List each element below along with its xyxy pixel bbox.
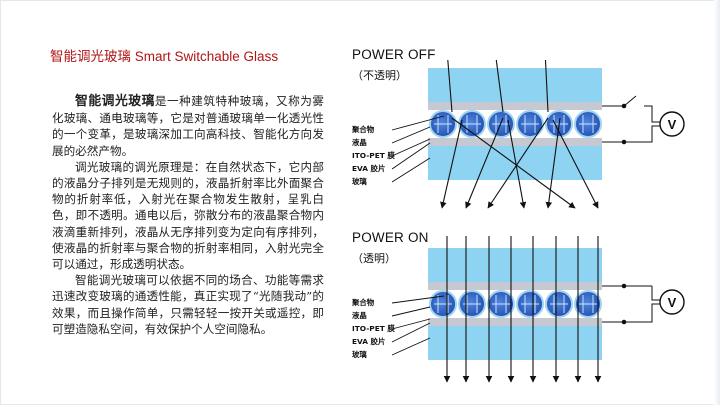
paragraph-1-text: 是一种建筑特种玻璃，又称为雾化玻璃、通电玻璃等，它是对普通玻璃单一化透光性的一个… [52, 94, 324, 158]
paragraph-3: 智能调光玻璃可以依据不同的场合、功能等需求迅速改变玻璃的通透性能，真正实现了“光… [52, 272, 324, 337]
scattered-ray-6 [552, 119, 599, 209]
liquid-crystal-droplet [574, 110, 602, 138]
incident-ray-2 [495, 60, 504, 113]
label-glass: 玻璃 [352, 350, 367, 359]
circuit-wiring [602, 95, 685, 145]
paragraph-1: 智能调光玻璃是一种建筑特种玻璃，又称为雾化玻璃、通电玻璃等，它是对普通玻璃单一化… [52, 93, 324, 159]
scattered-ray-3 [465, 117, 504, 209]
power-off-panel: V [391, 60, 685, 209]
open-switch [623, 95, 637, 107]
layer-pointers [391, 115, 445, 183]
glass-diagram: V V 聚合物 液晶 ITO-PET [351, 60, 685, 383]
label-eva-film: EVA 胶片 [352, 164, 385, 173]
incident-ray-1 [447, 60, 453, 113]
label-eva-film: EVA 胶片 [352, 337, 385, 346]
scattered-ray-2 [440, 119, 463, 209]
label-ito-film: ITO-PET 膜 [352, 151, 395, 160]
voltmeter-label: V [668, 295, 677, 310]
voltmeter-label: V [668, 117, 677, 132]
liquid-crystal-droplet [545, 290, 573, 318]
glass-layer-bottom [428, 326, 602, 360]
liquid-crystal-droplet [458, 290, 486, 318]
droplet-row [429, 110, 602, 138]
glass-layer-top [428, 68, 602, 102]
page-title: 智能调光玻璃 Smart Switchable Glass [50, 45, 278, 65]
description-text: 智能调光玻璃是一种建筑特种玻璃，又称为雾化玻璃、通电玻璃等，它是对普通玻璃单一化… [52, 93, 324, 337]
paragraph-3-text: 智能调光玻璃可以依据不同的场合、功能等需求迅速改变玻璃的通透性能，真正实现了“光… [52, 273, 324, 336]
paragraph-2-text: 调光玻璃的调光原理是：在自然状态下，它内部的液晶分子排列是无规则的，液晶折射率比… [52, 159, 324, 272]
liquid-crystal-droplet [429, 110, 457, 138]
scattered-ray-5 [487, 117, 549, 209]
paragraph-lead: 智能调光玻璃 [75, 94, 155, 109]
label-polymer: 聚合物 [351, 125, 375, 134]
page-title-en: Smart Switchable Glass [134, 49, 279, 64]
page-title-zh: 智能调光玻璃 [50, 49, 131, 65]
scattered-ray-4 [507, 119, 527, 209]
circuit-wiring [602, 283, 685, 325]
label-liquid-crystal: 液晶 [352, 311, 367, 320]
liquid-crystal-droplet [429, 290, 457, 318]
liquid-crystal-droplet [458, 110, 486, 138]
slide-edge [714, 0, 720, 405]
scattered-ray-1 [451, 117, 576, 209]
voltmeter-icon [659, 111, 685, 137]
power-on-subtitle: （透明） [352, 252, 396, 265]
aligned-light-paths [443, 236, 602, 383]
power-on-title: POWER ON [352, 230, 429, 245]
liquid-crystal-droplet [574, 290, 602, 318]
layer-labels: 聚合物 液晶 ITO-PET 膜 EVA 胶片 玻璃 聚合物 液晶 ITO-PE… [351, 125, 395, 359]
power-on-panel: V [391, 236, 685, 383]
scattered-ray-7 [545, 117, 561, 209]
film-layer-bottom [428, 138, 602, 146]
random-light-paths [440, 60, 599, 209]
droplet-row [429, 290, 602, 318]
label-polymer: 聚合物 [351, 298, 375, 307]
label-liquid-crystal: 液晶 [352, 138, 367, 147]
film-layer-top [428, 102, 602, 110]
film-layer-bottom [428, 318, 602, 326]
liquid-crystal-droplet [487, 290, 515, 318]
incident-ray-3 [544, 60, 549, 113]
paragraph-2: 调光玻璃的调光原理是：在自然状态下，它内部的液晶分子排列是无规则的，液晶折射率比… [52, 159, 324, 272]
label-glass: 玻璃 [352, 177, 367, 186]
glass-layer-top [428, 248, 602, 282]
liquid-crystal-droplet [516, 110, 544, 138]
label-ito-film: ITO-PET 膜 [352, 324, 395, 333]
layer-pointers [391, 295, 445, 356]
liquid-crystal-droplet [516, 290, 544, 318]
voltmeter-icon [659, 289, 685, 315]
power-off-title: POWER OFF [352, 47, 436, 62]
film-layer-top [428, 282, 602, 290]
glass-layer-bottom [428, 146, 602, 180]
power-off-subtitle: （不透明） [352, 69, 407, 82]
